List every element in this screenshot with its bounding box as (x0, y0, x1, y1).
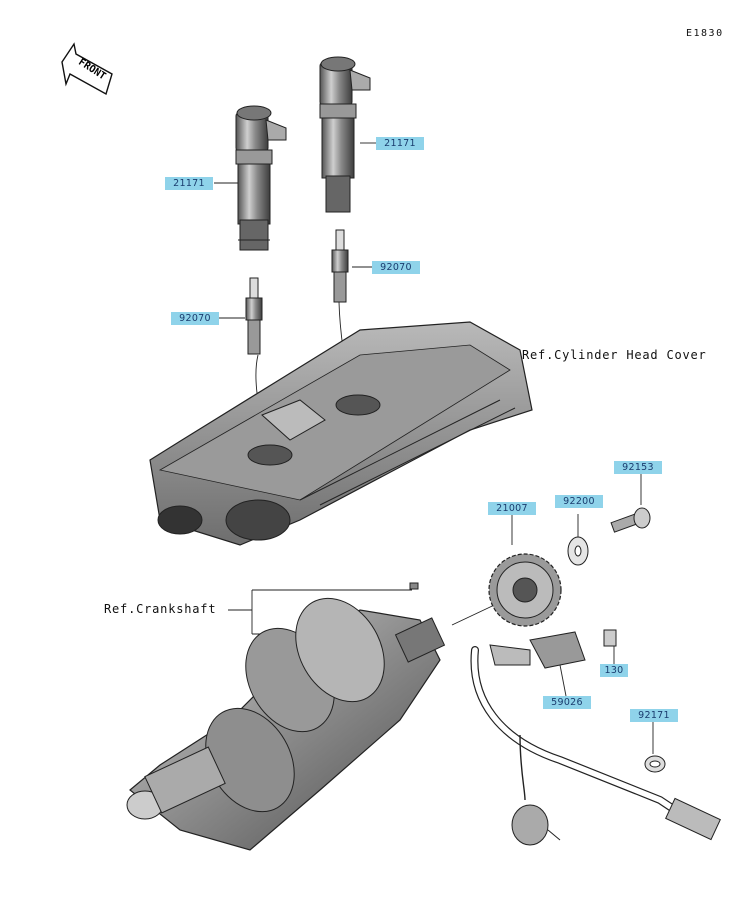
rotor-bolt (610, 507, 651, 533)
callout-washer[interactable]: 92200 (555, 495, 603, 508)
pickup-coil-assembly (470, 629, 721, 846)
harness-clamp (644, 755, 666, 773)
front-arrow-icon: FRONT (61, 42, 113, 96)
callout-harness-clamp[interactable]: 92171 (630, 709, 678, 722)
callout-timing-rotor[interactable]: 21007 (488, 502, 536, 515)
callout-ignition-coil-right[interactable]: 21171 (376, 137, 424, 150)
diagram-code: E1830 (686, 28, 724, 39)
spark-plug-right (331, 229, 349, 303)
washer (567, 536, 589, 566)
callout-rotor-bolt[interactable]: 92153 (614, 461, 662, 474)
timing-rotor (488, 553, 562, 627)
spark-plug-left (245, 277, 263, 355)
ref-crankshaft: Ref.Crankshaft (104, 602, 217, 616)
crankshaft (126, 582, 446, 851)
callout-pickup-bolt[interactable]: 130 (600, 664, 628, 677)
cylinder-head-cover (149, 321, 533, 546)
callout-pickup-coil[interactable]: 59026 (543, 696, 591, 709)
ref-cylinder-head-cover: Ref.Cylinder Head Cover (522, 348, 707, 362)
callout-ignition-coil-left[interactable]: 21171 (165, 177, 213, 190)
ignition-coil-right (319, 56, 371, 213)
ignition-coil-left (235, 105, 287, 251)
callout-spark-plug-right[interactable]: 92070 (372, 261, 420, 274)
callout-spark-plug-left[interactable]: 92070 (171, 312, 219, 325)
